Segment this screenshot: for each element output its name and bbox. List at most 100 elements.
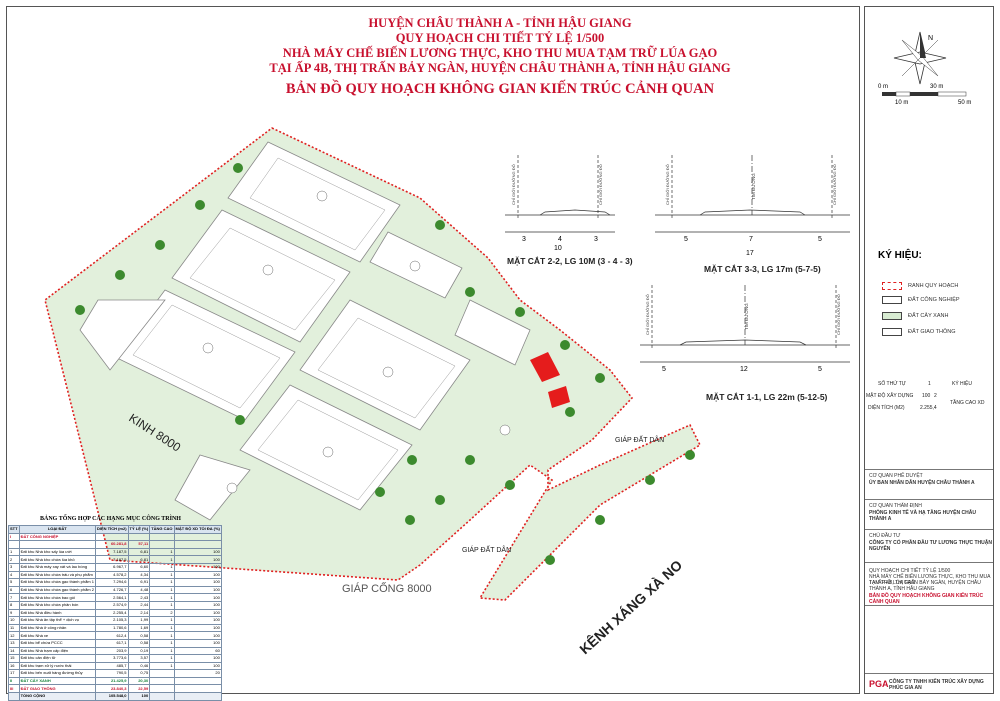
title-block-panel: CƠ QUAN PHÊ DUYỆT ỦY BAN NHÂN DÂN HUYỆN … — [864, 6, 994, 694]
table-cell: 1,69 — [127, 623, 151, 633]
table-cell: 8 — [8, 600, 20, 610]
table-header: TẦNG CAO — [149, 525, 175, 534]
lot-key-v4: 2.255,4 — [920, 405, 937, 411]
compass-north-tip — [920, 32, 926, 58]
table-cell: 6,81 — [127, 547, 151, 557]
table-cell: 11 — [8, 623, 20, 633]
table-cell — [149, 684, 175, 694]
table-cell — [149, 669, 175, 678]
admin-building-2 — [548, 386, 570, 408]
scale-bar: 0 m 30 m 10 m 50 m — [878, 84, 971, 106]
tb-divider — [865, 529, 993, 530]
section-1-1-drawing — [640, 285, 850, 363]
table-cell: TỔNG CỘNG — [18, 692, 96, 701]
table-cell: Đất khu Nhà kho chứa gạo thành phẩm 2 — [18, 585, 96, 595]
tree — [465, 455, 475, 465]
lot-marker-1 — [316, 190, 328, 202]
tree — [515, 307, 525, 317]
table-cell — [173, 532, 222, 542]
table-cell: 1 — [8, 547, 20, 557]
table-cell: III — [8, 684, 20, 694]
table-cell: 2.255,4 — [94, 608, 129, 618]
table-cell: 2.105,3 — [94, 616, 129, 625]
table-cell: Đất khu Nhà ăn tập thể + dịch vụ — [18, 616, 96, 625]
table-cell: 100 — [173, 661, 222, 671]
scale-bar-segment — [882, 92, 896, 96]
table-cell: 17 — [8, 669, 20, 678]
table-cell: 15 — [8, 654, 20, 663]
scale-tick-0: 0 m — [878, 84, 888, 90]
legend-item-boundary: RANH QUY HOẠCH — [882, 282, 958, 290]
section-edge-label: CHỈ GIỚI ĐƯỜNG ĐỎ — [598, 164, 603, 205]
tb-divider — [865, 673, 993, 674]
table-cell: 617,1 — [94, 638, 129, 648]
legend-swatch-transport — [882, 328, 902, 336]
table-cell: 1 — [149, 654, 175, 663]
scale-tick-50: 50 m — [958, 100, 971, 106]
table-cell: 100 — [173, 547, 222, 557]
section-2-2-drawing — [505, 155, 615, 233]
table-cell: 6,91 — [127, 578, 151, 587]
table-cell: ĐẤT CÂY XANH — [18, 676, 96, 686]
table-cell: 3.773,6 — [94, 654, 129, 663]
table-cell: 100 — [173, 654, 222, 663]
table-cell: ĐẤT CÔNG NGHIỆP — [18, 532, 96, 542]
title-line-plan: QUY HOẠCH CHI TIẾT TỶ LỆ 1/500 — [395, 31, 605, 45]
compass-north-label: N — [928, 35, 933, 42]
table-cell: 1 — [149, 547, 175, 557]
table-cell: 1 — [149, 585, 175, 595]
table-cell: 485,7 — [94, 661, 129, 671]
legend-item-green: ĐẤT CÂY XANH — [882, 312, 948, 320]
table-cell: 0,46 — [127, 661, 151, 671]
table-cell: 100 — [173, 623, 222, 633]
table-cell — [173, 540, 222, 549]
tb-investor: CÔNG TY CỔ PHẦN ĐẦU TƯ LƯƠNG THỰC THUẬN … — [869, 540, 993, 552]
table-cell: Đất khu Nhà trạm cấp điện — [18, 646, 96, 656]
table-cell: 60 — [173, 646, 222, 656]
table-cell: Đất khu Nhà kho sấy lúa ướt — [18, 547, 96, 557]
section-edge-label: CHỈ GIỚI ĐƯỜNG ĐỎ — [836, 294, 841, 335]
building-outline-3 — [132, 304, 281, 409]
building-outline-2 — [189, 227, 336, 331]
label-kenh-xang-xa-no: KÊNH XÁNG XÀ NO — [576, 556, 686, 657]
building-outline-4 — [317, 317, 456, 419]
tree — [115, 270, 125, 280]
lot-key-area: DIỆN TÍCH (M2) — [868, 405, 905, 411]
lot-markers — [202, 190, 511, 494]
section-1-1-title: MẶT CẮT 1-1, LG 22m (5-12-5) — [706, 392, 828, 402]
tree — [405, 515, 415, 525]
drawing-frame — [6, 6, 860, 694]
lot-marker-2 — [262, 264, 274, 276]
tree — [195, 200, 205, 210]
table-cell: 4,34 — [127, 570, 151, 580]
tb-divider — [865, 469, 993, 470]
lot-key-v2: 100 — [922, 393, 931, 399]
tree — [595, 515, 605, 525]
table-cell: 6,60 — [127, 562, 151, 572]
title-line-drawing: BẢN ĐỒ QUY HOẠCH KHÔNG GIAN KIẾN TRÚC CẢ… — [285, 81, 715, 97]
tree — [545, 555, 555, 565]
tb-owner: ỦY BAN NHÂN DÂN HUYỆN CHÂU THÀNH A — [869, 480, 975, 486]
section-axis-label-3-3: TIM ĐƯỜNG — [750, 173, 756, 200]
table-cell — [173, 684, 222, 694]
lot-key-v3: 2 — [934, 393, 937, 399]
section-edge-label: CHỈ GIỚI ĐƯỜNG ĐỎ — [832, 164, 837, 205]
table-cell — [149, 692, 175, 701]
table-cell: Đất khu Nhà xe — [18, 631, 96, 640]
tb-divider — [865, 605, 993, 606]
table-cell: Đất khu bến xuất hàng đường thủy — [18, 669, 96, 678]
building-outline-1 — [249, 157, 386, 251]
land-use-table-title: BẢNG TỔNG HỢP CÁC HẠNG MỤC CÔNG TRÌNH — [40, 516, 181, 522]
section-edge-label: CHỈ GIỚI ĐƯỜNG ĐỎ — [645, 294, 650, 335]
lot-marker-5 — [322, 446, 334, 458]
land-use-table: STT LOẠI ĐẤT DIỆN TÍCH (m2) TỶ LỆ (%) TẦ… — [8, 525, 222, 701]
table-cell: 22,59 — [127, 684, 151, 694]
